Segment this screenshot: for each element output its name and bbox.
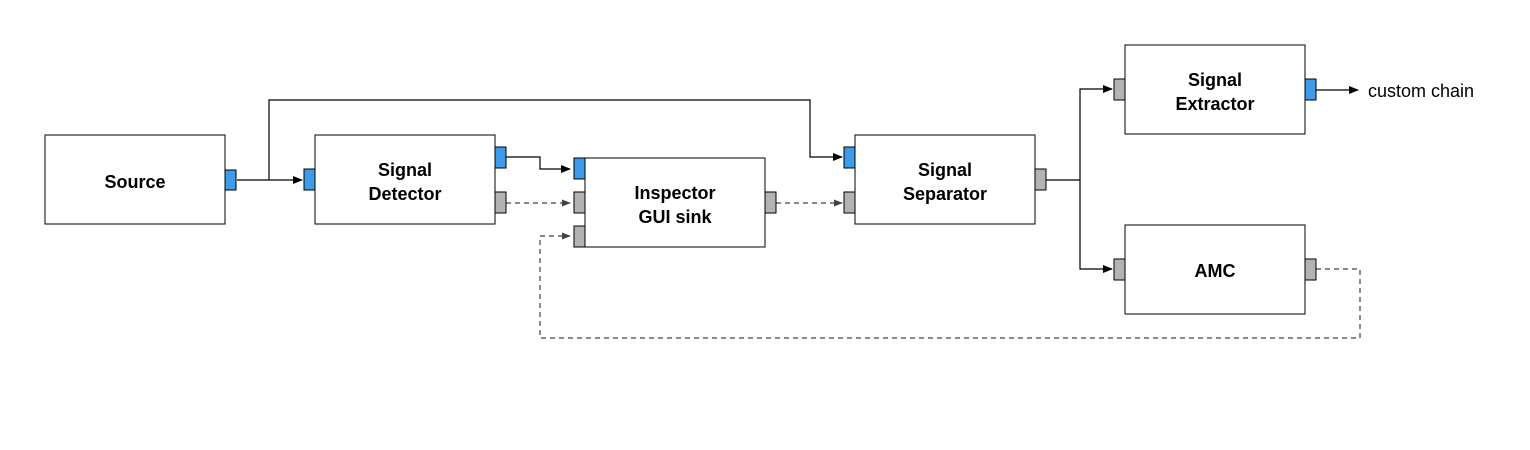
block-signal-detector[interactable]: Signal Detector: [303, 134, 507, 225]
output-label-custom-chain: custom chain: [1368, 81, 1474, 101]
block-amc-box: [1124, 224, 1306, 315]
port-separator-out[interactable]: [1034, 168, 1047, 191]
block-source-label: Source: [104, 172, 165, 192]
block-signal-extractor[interactable]: Signal Extractor: [1113, 44, 1317, 135]
wire-source-to-separator: [268, 99, 843, 180]
wire-separator-to-extractor: [1079, 85, 1113, 180]
block-inspector-label-line1: Inspector: [634, 183, 715, 203]
block-signal-separator-label-line2: Separator: [903, 184, 987, 204]
block-source[interactable]: Source: [44, 134, 237, 225]
port-extractor-out[interactable]: [1304, 78, 1317, 101]
port-detector-out-msg[interactable]: [494, 191, 507, 214]
dashed-wires: [506, 199, 1361, 339]
block-signal-detector-label-line2: Detector: [368, 184, 441, 204]
block-signal-extractor-box: [1124, 44, 1306, 135]
block-amc[interactable]: AMC: [1113, 224, 1317, 315]
wire-separator-to-amc: [1079, 180, 1113, 273]
port-detector-in[interactable]: [303, 168, 316, 191]
port-detector-out-data[interactable]: [494, 146, 507, 169]
block-signal-extractor-label-line1: Signal: [1188, 70, 1242, 90]
port-inspector-in-msg[interactable]: [573, 191, 586, 214]
port-separator-in-msg[interactable]: [843, 191, 856, 214]
dashed-wire-amc-feedback: [539, 232, 1361, 339]
wire-detector-to-inspector: [506, 156, 571, 173]
port-inspector-in-data[interactable]: [573, 157, 586, 180]
block-signal-separator-label-line1: Signal: [918, 160, 972, 180]
port-separator-in-data[interactable]: [843, 146, 856, 169]
port-amc-out[interactable]: [1304, 258, 1317, 281]
port-source-out[interactable]: [224, 169, 237, 191]
block-signal-detector-label-line1: Signal: [378, 160, 432, 180]
block-inspector-label-line2: GUI sink: [638, 207, 712, 227]
solid-wires: [237, 85, 1359, 273]
port-inspector-out[interactable]: [764, 191, 777, 214]
port-amc-in[interactable]: [1113, 258, 1126, 281]
port-extractor-in[interactable]: [1113, 78, 1126, 101]
block-signal-detector-box: [314, 134, 496, 225]
block-signal-extractor-label-line2: Extractor: [1175, 94, 1254, 114]
port-inspector-in-feedback[interactable]: [573, 225, 586, 248]
block-inspector-box: [584, 157, 766, 248]
block-source-box: [44, 134, 226, 225]
block-amc-label: AMC: [1195, 261, 1236, 281]
block-signal-separator[interactable]: Signal Separator: [843, 134, 1047, 225]
block-inspector[interactable]: Inspector GUI sink: [573, 157, 777, 248]
block-signal-separator-box: [854, 134, 1036, 225]
